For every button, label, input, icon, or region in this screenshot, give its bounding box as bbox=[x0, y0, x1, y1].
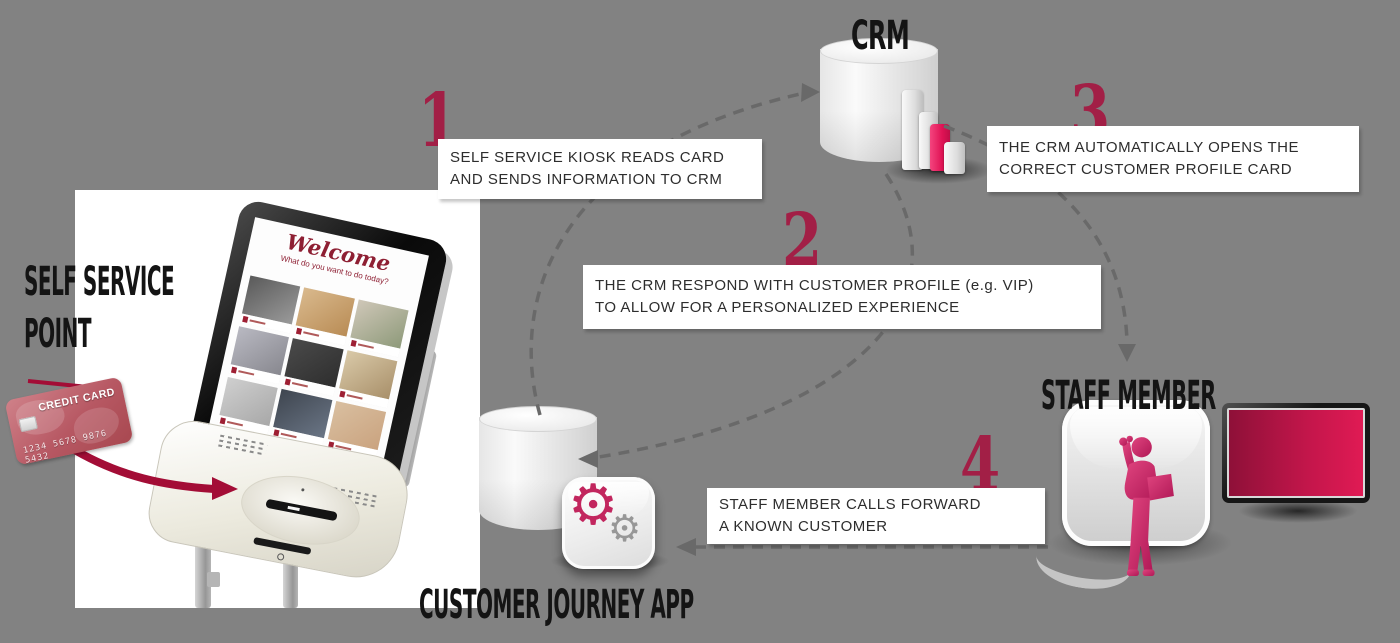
service-tile bbox=[336, 350, 398, 409]
step-1-box: SELF SERVICE KIOSK READS CARD AND SENDS … bbox=[438, 139, 762, 199]
monitor-shadow bbox=[1238, 499, 1358, 523]
service-tile bbox=[348, 299, 409, 358]
service-tile bbox=[240, 275, 301, 334]
arrowhead-into-app-icon bbox=[676, 538, 696, 556]
service-tile bbox=[294, 287, 355, 346]
step-2-line-1: THE CRM RESPOND WITH CUSTOMER PROFILE (e… bbox=[595, 276, 1034, 294]
step-3-line-2: CORRECT CUSTOMER PROFILE CARD bbox=[999, 161, 1293, 178]
kiosk-photo-panel: Welcome What do you want to do today? bbox=[75, 190, 480, 608]
staff-member-label: STAFF MEMBER bbox=[1041, 373, 1216, 419]
step-1-line-2: AND SENDS INFORMATION TO CRM bbox=[450, 171, 723, 188]
arrowhead-into-crm bbox=[801, 83, 820, 102]
service-tile bbox=[228, 326, 290, 385]
self-service-line: SELF SERVICE bbox=[24, 259, 175, 305]
step-4-box: STAFF MEMBER CALLS FORWARD A KNOWN CUSTO… bbox=[707, 488, 1045, 544]
step-2-line-2: TO ALLOW FOR A PERSONALIZED EXPERIENCE bbox=[595, 299, 960, 316]
step-4-line-1: STAFF MEMBER CALLS FORWARD bbox=[719, 495, 981, 513]
keyhole bbox=[276, 552, 285, 561]
step-1-line-1: SELF SERVICE KIOSK READS CARD bbox=[450, 148, 725, 166]
step-2-box: THE CRM RESPOND WITH CUSTOMER PROFILE (e… bbox=[583, 265, 1101, 329]
step-3-line-1: THE CRM AUTOMATICALLY OPENS THE bbox=[999, 138, 1300, 156]
point-line: POINT bbox=[24, 311, 91, 357]
monitor-screen bbox=[1227, 408, 1365, 498]
kiosk-leg-hook bbox=[207, 572, 220, 587]
step-3-box: THE CRM AUTOMATICALLY OPENS THE CORRECT … bbox=[987, 126, 1359, 192]
kiosk-speaker-grille bbox=[218, 434, 268, 456]
service-tile bbox=[282, 338, 344, 397]
customer-journey-app-icon: ⚙ ⚙ bbox=[562, 473, 655, 569]
customer-journey-app-label: CUSTOMER JOURNEY APP bbox=[419, 582, 694, 628]
step-4-line-2: A KNOWN CUSTOMER bbox=[719, 518, 888, 535]
monitor-icon bbox=[1222, 403, 1370, 503]
gear-icon: ⚙ bbox=[608, 507, 642, 550]
person-icon bbox=[1119, 435, 1174, 576]
gear-icon: ⚙ bbox=[568, 473, 619, 538]
crm-label: CRM bbox=[851, 13, 910, 59]
arrowhead-into-staff bbox=[1118, 344, 1136, 362]
self-service-point-label: SELF SERVICE POINT bbox=[24, 256, 175, 360]
card-slot bbox=[265, 498, 338, 522]
